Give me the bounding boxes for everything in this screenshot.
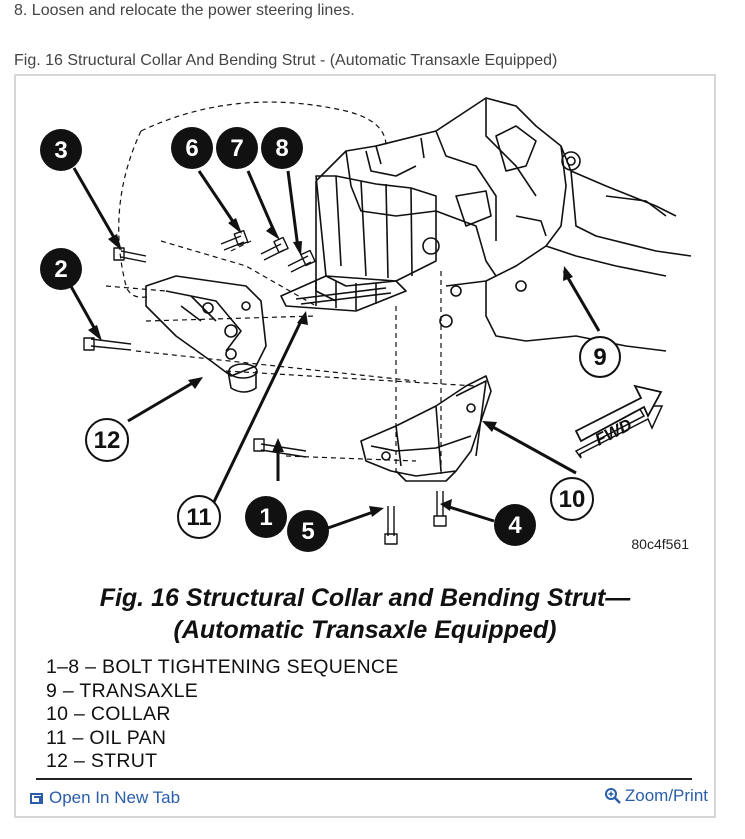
callout-10: 10 bbox=[550, 477, 594, 521]
callout-5: 5 bbox=[287, 510, 329, 552]
figure-title-line2: (Automatic Transaxle Equipped) bbox=[173, 616, 557, 644]
callout-2: 2 bbox=[40, 248, 82, 290]
open-new-tab-icon bbox=[30, 792, 43, 804]
svg-text:6: 6 bbox=[185, 135, 198, 162]
svg-text:12: 12 bbox=[94, 427, 121, 454]
zoom-print-link[interactable]: Zoom/Print bbox=[604, 786, 708, 806]
callout-9: 9 bbox=[579, 336, 621, 378]
oil-pan-drawing bbox=[280, 175, 437, 312]
callout-12: 12 bbox=[85, 418, 129, 462]
parts-diagram: FWD 3 6 7 8 2 9 12 10 11 1 5 4 80c4f561 bbox=[40, 97, 692, 552]
collar-drawing bbox=[360, 375, 492, 482]
callout-4: 4 bbox=[494, 504, 536, 546]
svg-text:4: 4 bbox=[508, 512, 522, 539]
legend-item: 9 – TRANSAXLE bbox=[46, 679, 199, 702]
svg-text:1: 1 bbox=[259, 504, 272, 531]
svg-text:10: 10 bbox=[559, 486, 586, 513]
open-in-new-tab-label: Open In New Tab bbox=[49, 788, 181, 807]
transaxle-drawing bbox=[315, 97, 692, 352]
leader-lines bbox=[66, 167, 601, 530]
callout-7: 7 bbox=[216, 127, 258, 169]
callout-1: 1 bbox=[245, 496, 287, 538]
arrow-heads bbox=[88, 218, 573, 517]
callout-8: 8 bbox=[261, 127, 303, 169]
open-in-new-tab-link[interactable]: Open In New Tab bbox=[30, 788, 180, 808]
divider bbox=[36, 778, 692, 780]
strut-drawing bbox=[145, 275, 267, 393]
figure-caption: Fig. 16 Structural Collar And Bending St… bbox=[14, 52, 558, 69]
step-text: 8. Loosen and relocate the power steerin… bbox=[14, 2, 355, 19]
legend: 1–8 – BOLT TIGHTENING SEQUENCE 9 – TRANS… bbox=[46, 656, 399, 774]
zoom-icon bbox=[604, 788, 621, 804]
svg-text:3: 3 bbox=[54, 137, 67, 164]
legend-item: 12 – STRUT bbox=[46, 750, 158, 772]
svg-text:9: 9 bbox=[593, 344, 606, 371]
svg-text:7: 7 bbox=[230, 135, 243, 162]
reference-lines bbox=[105, 101, 477, 476]
figure-frame: FWD 3 6 7 8 2 9 12 10 11 1 5 4 80c4f561 … bbox=[14, 74, 716, 818]
svg-text:11: 11 bbox=[186, 504, 211, 531]
zoom-print-label: Zoom/Print bbox=[624, 786, 708, 805]
figure-title-line1: Fig. 16 Structural Collar and Bending St… bbox=[99, 584, 631, 612]
svg-text:2: 2 bbox=[54, 256, 67, 283]
legend-item: 1–8 – BOLT TIGHTENING SEQUENCE bbox=[46, 656, 399, 678]
svg-text:8: 8 bbox=[275, 135, 288, 162]
fwd-arrow: FWD bbox=[574, 384, 664, 459]
svg-text:5: 5 bbox=[301, 518, 314, 545]
callout-6: 6 bbox=[171, 127, 213, 169]
bolt-drawings bbox=[83, 229, 447, 545]
callout-3: 3 bbox=[40, 129, 82, 171]
image-code: 80c4f561 bbox=[631, 536, 689, 552]
legend-item: 10 – COLLAR bbox=[46, 703, 171, 725]
callout-11: 11 bbox=[177, 495, 221, 539]
legend-item: 11 – OIL PAN bbox=[46, 726, 167, 749]
